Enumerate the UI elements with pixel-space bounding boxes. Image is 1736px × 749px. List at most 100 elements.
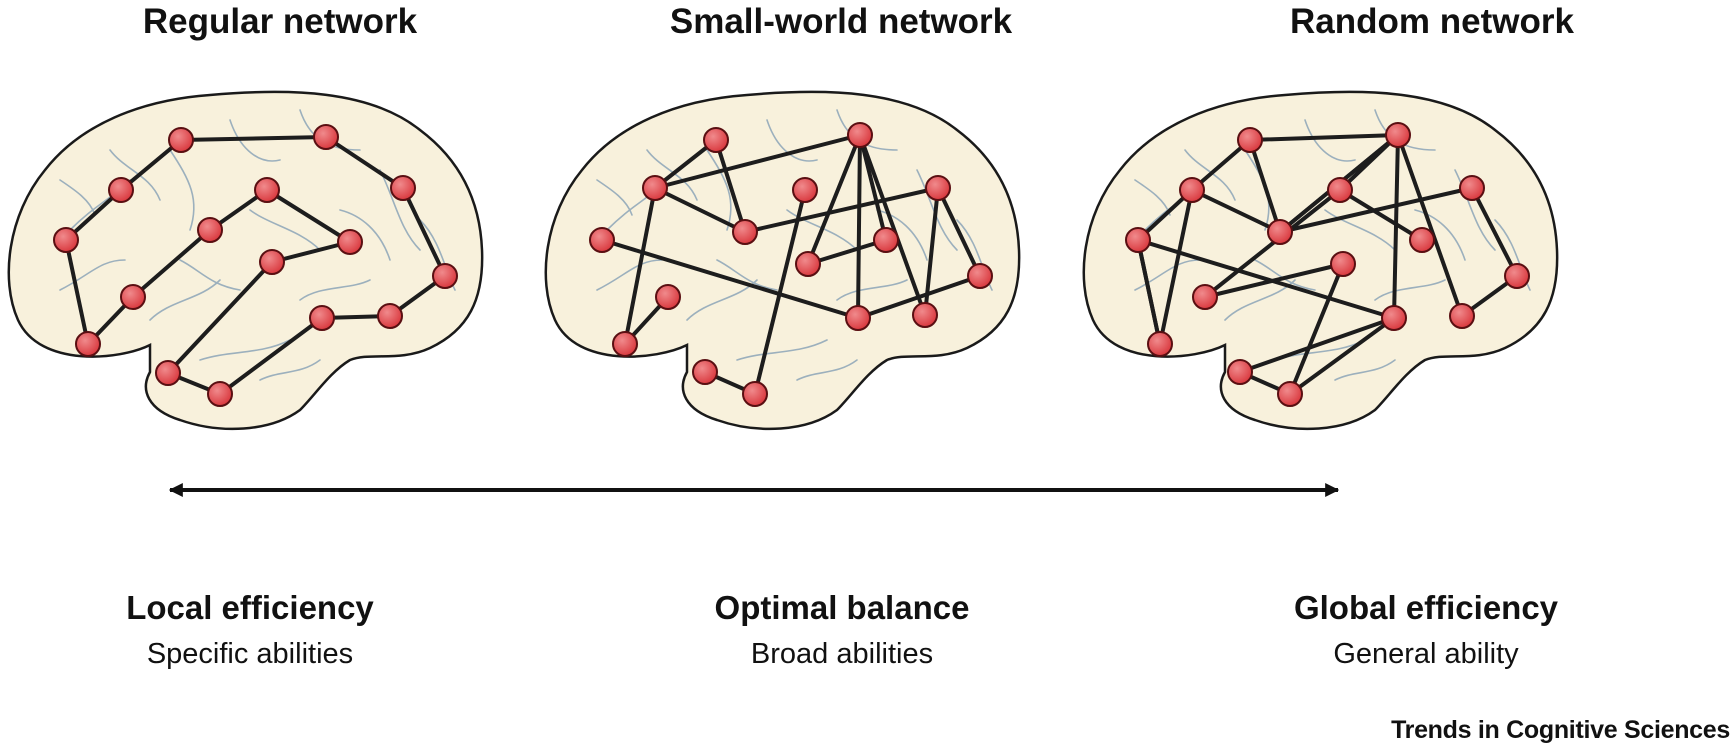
network-node bbox=[1192, 284, 1218, 310]
network-edge bbox=[653, 186, 747, 234]
network-graph bbox=[1125, 122, 1530, 407]
caption-heading: Optimal balance bbox=[714, 589, 970, 626]
brain-sulcus bbox=[876, 209, 928, 261]
network-edge bbox=[1392, 133, 1400, 320]
brain-sulcus bbox=[59, 179, 96, 216]
panel-title-small-world: Small-world network bbox=[669, 2, 1013, 41]
brain-outline bbox=[544, 90, 1021, 431]
journal-brand: Trends in Cognitive Sciences bbox=[1391, 716, 1730, 744]
brain-sulcus bbox=[1374, 279, 1446, 301]
network-node bbox=[1147, 331, 1173, 357]
brain-sulcus bbox=[339, 209, 391, 261]
network-edge bbox=[600, 238, 860, 320]
network-node bbox=[313, 124, 339, 150]
network-graph bbox=[589, 122, 993, 407]
caption-heading: Global efficiency bbox=[1293, 589, 1559, 626]
network-edge bbox=[623, 186, 657, 346]
network-edge bbox=[218, 316, 324, 396]
network-node bbox=[795, 251, 821, 277]
network-edge bbox=[653, 133, 862, 190]
network-edge bbox=[179, 135, 328, 142]
brain-silhouette bbox=[544, 90, 1021, 431]
brain-sulcus bbox=[736, 339, 828, 361]
network-node bbox=[254, 177, 280, 203]
brain-sulcus bbox=[149, 279, 221, 321]
network-node bbox=[1449, 303, 1475, 329]
brain-sulcus bbox=[259, 359, 321, 381]
network-node bbox=[612, 331, 638, 357]
brain-sulcus bbox=[1334, 359, 1396, 381]
network-edge bbox=[1203, 262, 1345, 299]
brain-sulcus bbox=[1414, 209, 1466, 261]
network-edge bbox=[1288, 262, 1345, 396]
network-node bbox=[925, 175, 951, 201]
network-node bbox=[742, 381, 768, 407]
brain-sulcus bbox=[796, 359, 858, 381]
network-edge bbox=[1470, 186, 1519, 278]
brain-sulcus bbox=[109, 149, 161, 201]
network-edge bbox=[1396, 133, 1464, 318]
brain-sulcus bbox=[379, 169, 421, 251]
network-node bbox=[120, 284, 146, 310]
brain-silhouette bbox=[1082, 90, 1559, 431]
network-edge bbox=[858, 133, 927, 317]
network-node bbox=[155, 360, 181, 386]
caption-subtext: Broad abilities bbox=[750, 638, 934, 670]
brain-sulcus bbox=[299, 279, 371, 301]
brain-sulcus bbox=[229, 119, 281, 162]
network-node bbox=[655, 284, 681, 310]
network-edge bbox=[166, 260, 274, 375]
network-edge bbox=[1288, 316, 1396, 396]
brain-sulcus bbox=[179, 259, 241, 291]
network-node bbox=[1381, 305, 1407, 331]
panel-title-random: Random network bbox=[1290, 2, 1574, 41]
network-node bbox=[1277, 381, 1303, 407]
network-node bbox=[732, 219, 758, 245]
network-edge bbox=[714, 138, 747, 234]
network-node bbox=[1237, 127, 1263, 153]
network-edge bbox=[270, 240, 352, 264]
network-node bbox=[53, 227, 79, 253]
brain-sulcus bbox=[1304, 119, 1356, 162]
network-node bbox=[1125, 227, 1151, 253]
network-node bbox=[1504, 263, 1530, 289]
network-edge bbox=[324, 135, 405, 190]
network-node bbox=[108, 177, 134, 203]
brain-sulcus bbox=[1454, 169, 1496, 251]
brain-outline bbox=[1082, 90, 1559, 431]
network-node bbox=[847, 122, 873, 148]
network-node bbox=[259, 249, 285, 275]
network-node bbox=[390, 175, 416, 201]
network-edge bbox=[753, 188, 807, 396]
network-node bbox=[792, 177, 818, 203]
brain-sulcus bbox=[1324, 209, 1396, 251]
brain-sulcus bbox=[716, 259, 778, 291]
network-node bbox=[1327, 177, 1353, 203]
caption-global: Global efficiency General ability bbox=[1176, 588, 1676, 672]
brain-sulcus bbox=[249, 209, 321, 251]
network-node bbox=[75, 331, 101, 357]
network-edge bbox=[265, 188, 352, 244]
network-edge bbox=[806, 238, 888, 266]
network-node bbox=[1179, 177, 1205, 203]
network-node bbox=[967, 263, 993, 289]
brain-sulcus bbox=[836, 279, 908, 301]
network-node bbox=[1330, 251, 1356, 277]
network-node bbox=[1267, 219, 1293, 245]
network-node bbox=[589, 227, 615, 253]
network-node bbox=[432, 263, 458, 289]
brain-sulcus bbox=[706, 149, 732, 231]
network-edge bbox=[743, 186, 940, 234]
caption-heading: Local efficiency bbox=[126, 589, 374, 626]
network-node bbox=[692, 359, 718, 385]
network-node bbox=[1227, 359, 1253, 385]
caption-local: Local efficiency Specific abilities bbox=[0, 588, 500, 672]
network-edge bbox=[856, 133, 862, 320]
network-edge bbox=[1338, 188, 1424, 242]
network-node bbox=[207, 381, 233, 407]
network-node bbox=[845, 305, 871, 331]
network-edge bbox=[1190, 188, 1282, 234]
network-edge bbox=[936, 186, 982, 278]
network-edge bbox=[1203, 188, 1342, 299]
